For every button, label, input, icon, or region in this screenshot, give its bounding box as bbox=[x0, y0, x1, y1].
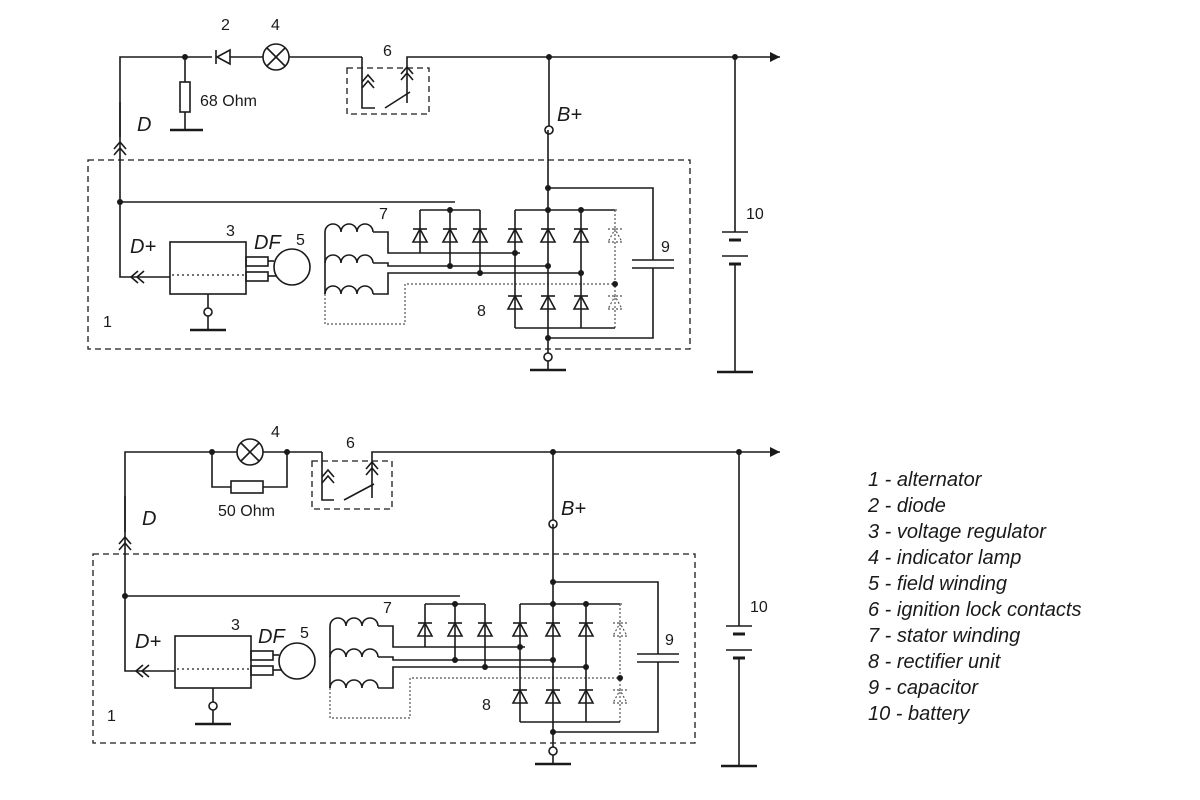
legend-item-indicator-lamp: 4 - indicator lamp bbox=[868, 547, 1021, 569]
top-label-voltage-regulator: 3 bbox=[226, 223, 235, 240]
legend-item-alternator: 1 - alternator bbox=[868, 469, 983, 491]
legend-item-ignition-lock: 6 - ignition lock contacts bbox=[868, 599, 1081, 621]
bottom-label-rectifier-unit: 8 bbox=[482, 697, 491, 714]
bottom-label-terminal-df: DF bbox=[258, 626, 286, 648]
bottom-label-ignition-lock: 6 bbox=[346, 435, 355, 452]
top-label-battery: 10 bbox=[746, 206, 764, 223]
legend-item-field-winding: 5 - field winding bbox=[868, 573, 1007, 595]
bottom-label-battery: 10 bbox=[750, 599, 768, 616]
top-label-terminal-bplus: B+ bbox=[557, 104, 582, 126]
top-label-alternator: 1 bbox=[103, 314, 112, 331]
top-label-terminal-d: D bbox=[137, 114, 151, 136]
top-label-terminal-df: DF bbox=[254, 232, 282, 254]
bottom-label-stator-winding: 7 bbox=[383, 600, 392, 617]
bottom-label-indicator-lamp: 4 bbox=[271, 424, 280, 441]
legend-item-stator-winding: 7 - stator winding bbox=[868, 625, 1020, 647]
legend-item-diode: 2 - diode bbox=[867, 495, 946, 517]
bottom-label-terminal-dplus: D+ bbox=[135, 631, 161, 653]
top-label-stator-winding: 7 bbox=[379, 206, 388, 223]
legend-item-voltage-regulator: 3 - voltage regulator bbox=[868, 521, 1047, 543]
top-diagram: 2 4 68 Ohm 6 D B+ D+ 3 DF 5 7 8 9 10 1 bbox=[88, 17, 780, 374]
legend-item-battery: 10 - battery bbox=[868, 703, 970, 725]
bottom-label-voltage-regulator: 3 bbox=[231, 617, 240, 634]
bottom-label-capacitor: 9 bbox=[665, 632, 674, 649]
bottom-label-terminal-d: D bbox=[142, 508, 156, 530]
top-label-ignition-lock: 6 bbox=[383, 43, 392, 60]
bottom-label-resistor: 50 Ohm bbox=[218, 503, 275, 520]
top-label-rectifier-unit: 8 bbox=[477, 303, 486, 320]
top-label-capacitor: 9 bbox=[661, 239, 670, 256]
legend: 1 - alternator 2 - diode 3 - voltage reg… bbox=[867, 469, 1081, 725]
legend-item-capacitor: 9 - capacitor bbox=[868, 677, 979, 699]
legend-item-rectifier-unit: 8 - rectifier unit bbox=[868, 651, 1002, 673]
top-label-resistor: 68 Ohm bbox=[200, 93, 257, 110]
bottom-label-terminal-bplus: B+ bbox=[561, 498, 586, 520]
bottom-label-alternator: 1 bbox=[107, 708, 116, 725]
top-label-field-winding: 5 bbox=[296, 232, 305, 249]
bottom-diagram: 4 50 Ohm 6 D B+ D+ 3 DF 5 7 8 9 10 1 bbox=[93, 424, 780, 768]
bottom-label-field-winding: 5 bbox=[300, 625, 309, 642]
top-label-terminal-dplus: D+ bbox=[130, 236, 156, 258]
top-label-diode: 2 bbox=[221, 17, 230, 34]
top-label-indicator-lamp: 4 bbox=[271, 17, 280, 34]
